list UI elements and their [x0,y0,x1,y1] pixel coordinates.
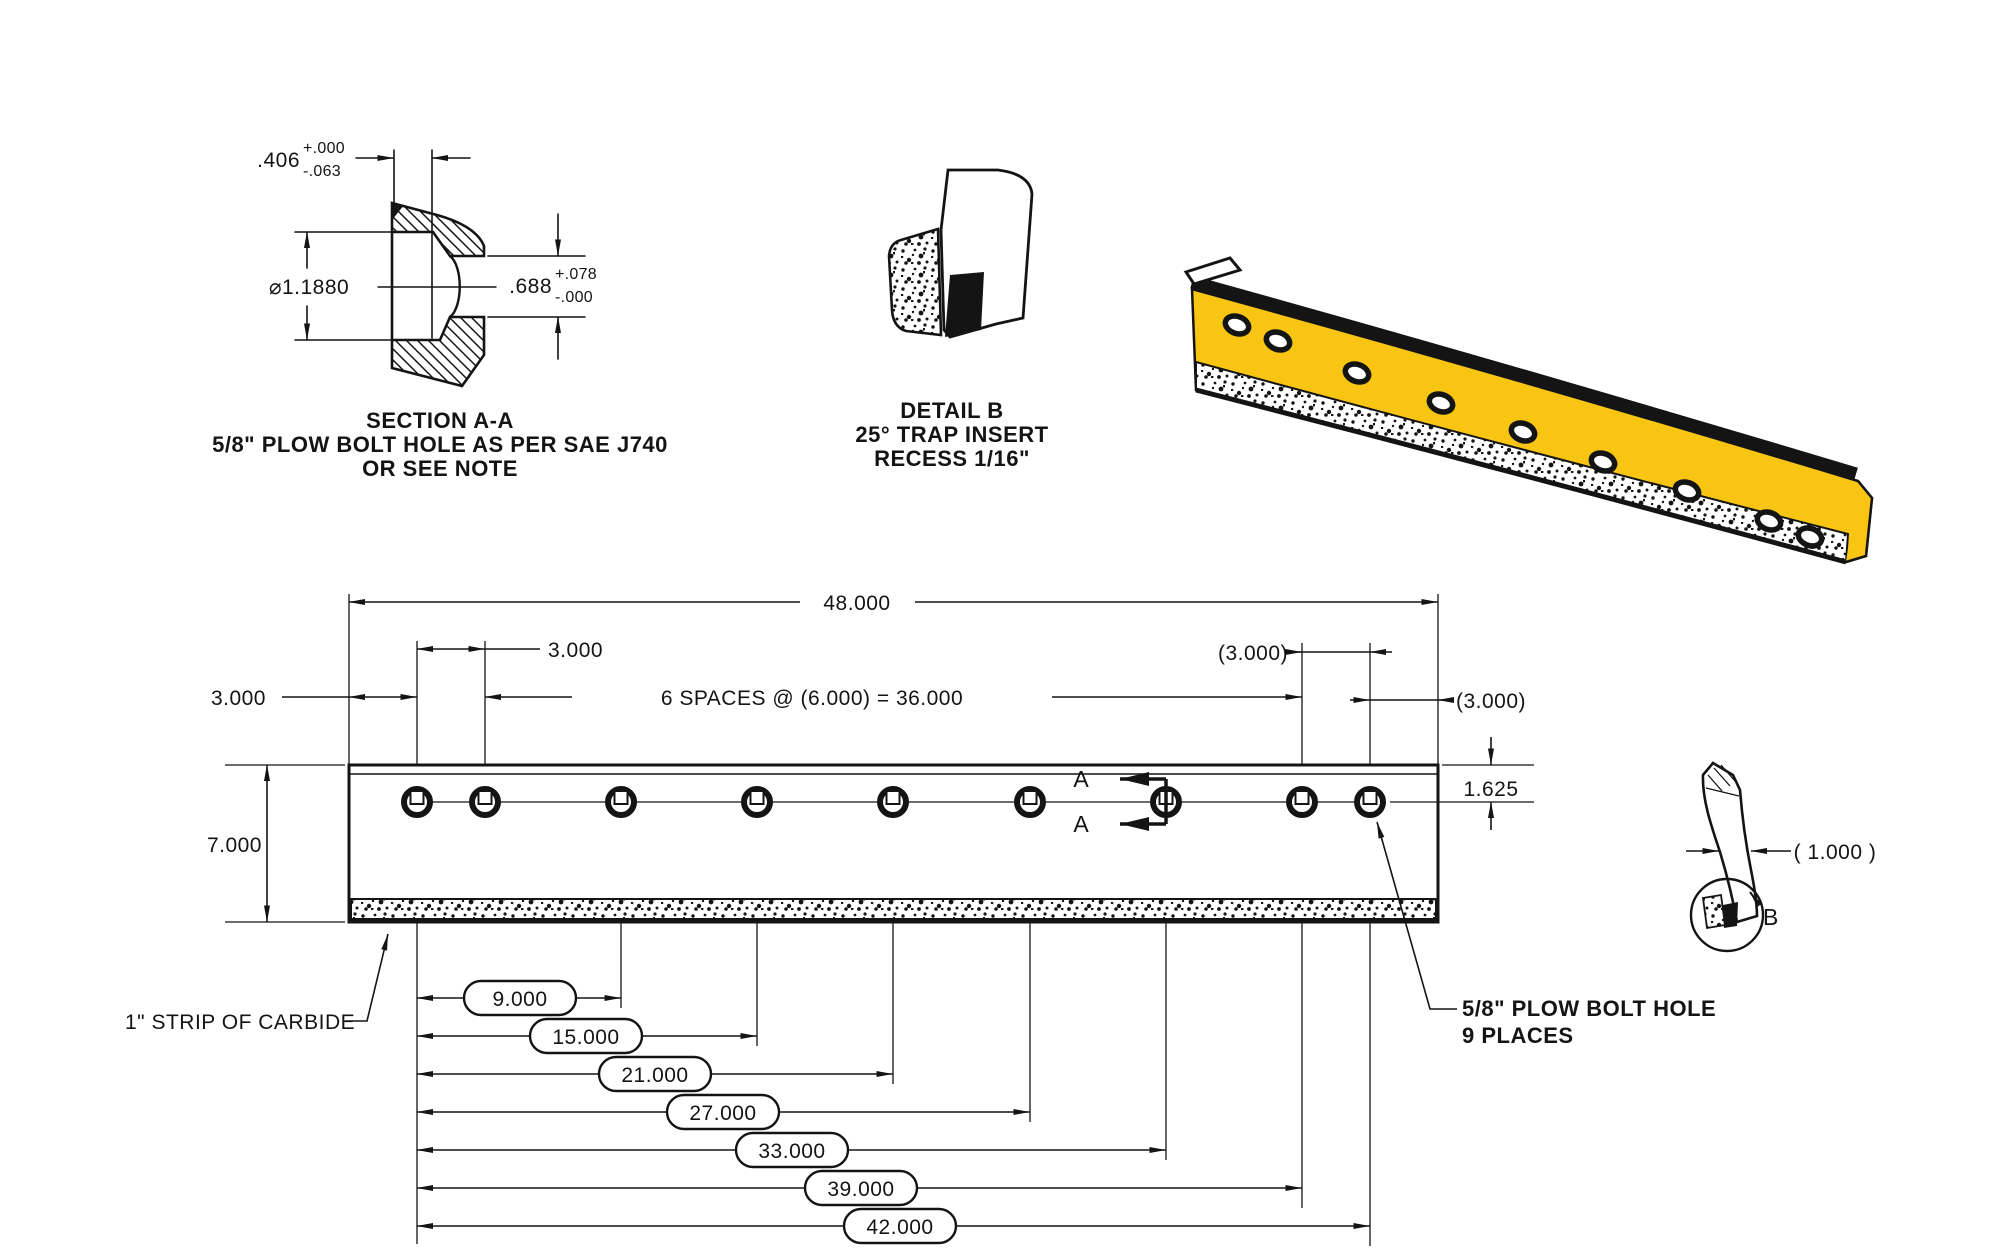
side-top-hatch [1707,764,1736,792]
iso-left-endcap [1183,256,1243,286]
front-view: 48.000 3.000 3.000 6 SPACES @ (6.000) = … [125,592,1716,1246]
section-upper-hatch [390,201,486,258]
dim-seat-tol-minus: -.000 [555,289,593,306]
section-aa-caption-3: OR SEE NOTE [362,456,518,481]
dim-height-value: 7.000 [207,834,262,857]
detail-b-carbide-pad [887,227,943,337]
dim-thickness-value: ( 1.000 ) [1794,841,1877,864]
dim-hole-diameter-value: ⌀1.1880 [269,276,349,299]
bolt-hole-label-line1: 5/8" PLOW BOLT HOLE [1462,996,1716,1021]
detail-b-view: DETAIL B 25° TRAP INSERT RECESS 1/16" [855,168,1048,471]
dim-insert-width-tol-plus: +.000 [303,140,345,157]
section-cutting-plane: A A [1073,766,1168,837]
detail-b-caption-3: RECESS 1/16" [874,446,1030,471]
chain-dim-1: 15.000 [552,1026,619,1049]
detail-b-trap-insert [945,272,984,337]
section-carbide-tip [392,203,404,220]
dim-spaces-value: 6 SPACES @ (6.000) = 36.000 [661,687,963,710]
dim-ref-pitch-right: (3.000) [1218,642,1392,665]
detail-b-circle [1689,877,1765,953]
section-aa-caption-1: SECTION A-A [366,408,514,433]
dim-hole-pitch-small: 3.000 [416,639,603,662]
isometric-view [1183,256,1874,565]
dim-seat-tol-plus: +.078 [555,266,597,283]
side-carbide-tip [1701,893,1727,930]
carbide-strip [350,898,1437,920]
dim-hole-pitch-small-value: 3.000 [548,639,603,662]
chain-dim-6: 42.000 [866,1216,933,1239]
bolt-hole-label: 5/8" PLOW BOLT HOLE 9 PLACES [1376,821,1716,1048]
chain-dims: 9.000 15.000 21.000 27.000 33.000 [416,979,1370,1245]
dim-hole-from-top: 1.625 [1390,737,1534,830]
dim-edge-offset-value: 3.000 [211,687,266,710]
dim-overall: 48.000 [348,592,1438,615]
dim-insert-width: .406 +.000 -.063 [257,140,471,180]
dim-height: 7.000 [207,764,345,923]
section-lower-hatch [390,315,486,388]
bolt-hole-label-line2: 9 PLACES [1462,1023,1574,1048]
dim-hole-diameter: ⌀1.1880 [269,231,441,341]
section-letter-bottom: A [1073,811,1089,837]
chain-dim-3: 27.000 [689,1102,756,1125]
dim-insert-width-tol-minus: -.063 [303,163,341,180]
dim-edge-offset: 3.000 [211,687,417,710]
dim-ref-edge-right: (3.000) [1350,690,1526,713]
dim-ref-pitch-right-value: (3.000) [1218,642,1288,665]
dim-seat-opening: .688 +.078 -.000 [487,213,597,360]
carbide-label-text: 1" STRIP OF CARBIDE [125,1011,355,1034]
section-letter-top: A [1073,766,1089,792]
chain-dim-4: 33.000 [758,1140,825,1163]
chain-dim-5: 39.000 [827,1178,894,1201]
detail-b-caption-1: DETAIL B [900,398,1003,423]
dim-seat-value: .688 [509,275,552,298]
dim-thickness: ( 1.000 ) [1686,841,1876,864]
side-trap-insert [1723,902,1738,928]
detail-b-caption-2: 25° TRAP INSERT [855,422,1048,447]
dim-overall-value: 48.000 [823,592,890,615]
chain-dim-2: 21.000 [621,1064,688,1087]
chain-dim-0: 9.000 [492,988,547,1011]
dim-insert-width-value: .406 [257,149,300,172]
iso-top-bevel [1190,275,1858,481]
section-aa-view: .406 +.000 -.063 ⌀1.1880 .688 +.078 -.00… [212,140,668,481]
dim-spaces: 6 SPACES @ (6.000) = 36.000 [484,687,1302,710]
dim-ref-edge-right-value: (3.000) [1456,690,1526,713]
iso-right-endcap [1845,480,1874,564]
side-view: B ( 1.000 ) [1686,761,1876,953]
dim-hole-from-top-value: 1.625 [1463,778,1518,801]
front-bolt-holes [401,786,1386,818]
iso-bolt-holes [1222,313,1825,549]
carbide-label: 1" STRIP OF CARBIDE [125,933,389,1034]
section-aa-caption-2: 5/8" PLOW BOLT HOLE AS PER SAE J740 [212,432,668,457]
detail-letter: B [1763,904,1778,930]
